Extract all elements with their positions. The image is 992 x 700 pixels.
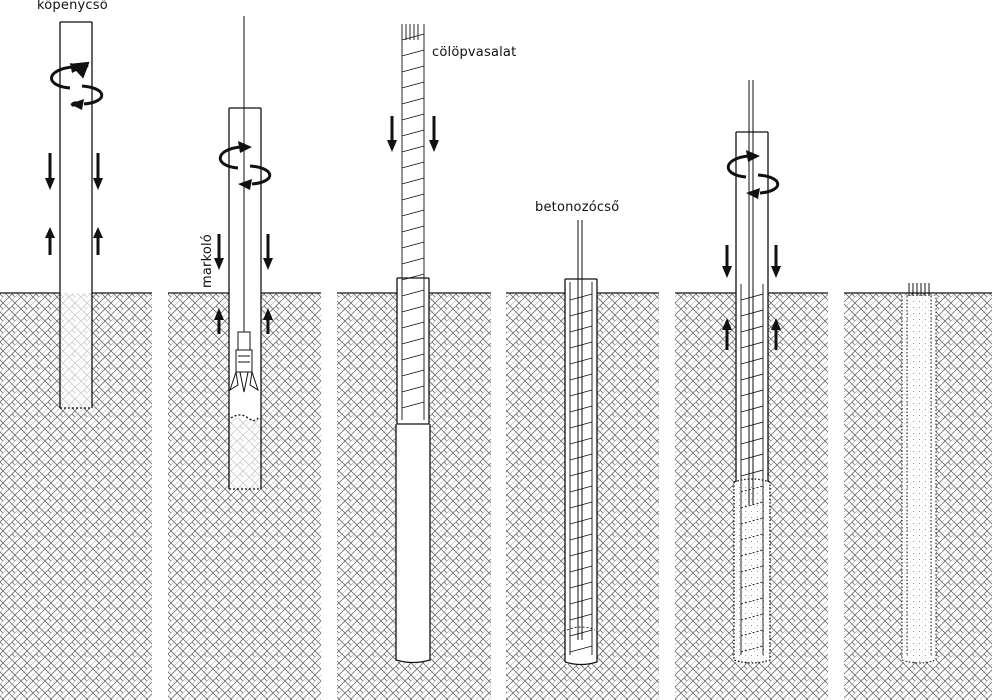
reinforcement-cage [566, 282, 596, 655]
stage-3-reinforcement [387, 24, 439, 664]
soil-layer [0, 292, 992, 700]
label-concreting-pipe: betonozócső [535, 200, 620, 215]
rotation-arrow-icon [726, 154, 780, 195]
stage-6-finished-pile [901, 283, 937, 664]
stage-1-casing-driving [45, 21, 104, 409]
label-pile-reinforcement: cölöpvasalat [432, 45, 517, 60]
grab-bucket-icon [229, 331, 259, 393]
label-casing-tube: köpenycső [37, 0, 108, 13]
stage-4-concreting-pipe [564, 220, 598, 666]
stage-5-concreting [722, 80, 781, 664]
stage-2-excavation [214, 16, 273, 490]
reinforcement-cage [401, 24, 425, 420]
rotation-arrow-icon [218, 145, 272, 186]
label-grab: markoló [200, 234, 215, 288]
